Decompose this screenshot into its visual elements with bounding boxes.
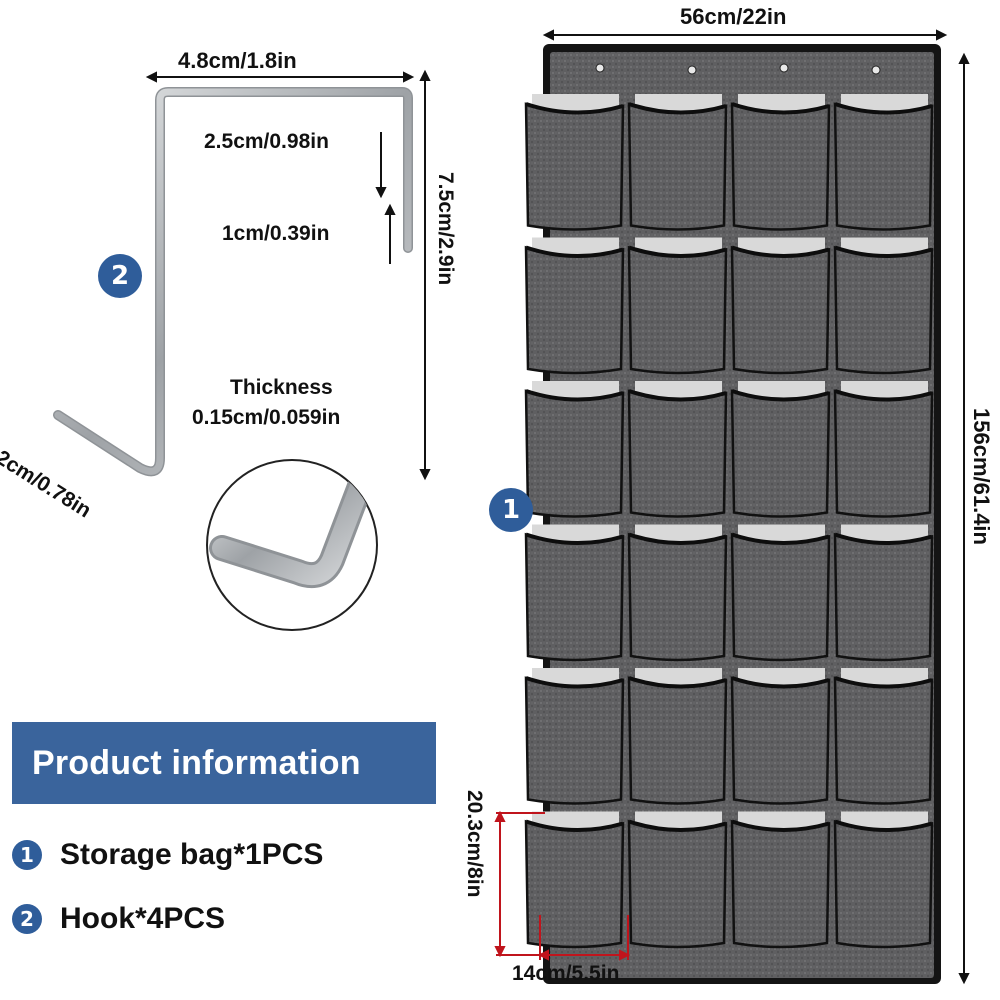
pocket: [833, 668, 934, 805]
pocket: [627, 524, 728, 662]
pocket-width-label: 14cm/5.5in: [512, 962, 620, 985]
pocket: [524, 811, 625, 949]
grommet: [595, 63, 605, 73]
hook-wire: [54, 88, 412, 475]
pocket: [833, 524, 934, 662]
hook: [53, 87, 413, 477]
pocket: [730, 237, 831, 375]
grommet: [871, 65, 881, 75]
item-badge: 2: [12, 904, 42, 934]
grommets: [595, 63, 881, 75]
pocket-dimension-markers: [494, 810, 631, 961]
hook-badge: 2: [98, 254, 142, 298]
pocket: [627, 237, 728, 375]
pocket: [627, 381, 728, 518]
organizer-height-label: 156cm/61.4in: [969, 408, 994, 545]
pocket: [524, 524, 625, 662]
list-item: 1 Storage bag*1PCS: [12, 838, 323, 872]
hook-height-label: 7.5cm/2.9in: [434, 172, 457, 286]
hook-drop-label: 2.5cm/0.98in: [204, 130, 329, 153]
item-text: Storage bag*1PCS: [60, 838, 324, 871]
pocket: [730, 811, 831, 949]
pocket: [730, 381, 831, 518]
organizer-badge: 1: [489, 488, 533, 532]
pocket: [524, 668, 625, 805]
hook-tip-label: 1cm/0.39in: [222, 222, 330, 245]
thickness-title: Thickness: [230, 376, 333, 399]
pocket: [524, 94, 625, 231]
grommet: [687, 65, 697, 75]
pocket: [627, 811, 728, 949]
pocket: [730, 668, 831, 805]
organizer-width-label: 56cm/22in: [680, 4, 787, 29]
pocket-height-label: 20.3cm/8in: [463, 790, 486, 898]
pocket: [833, 381, 934, 518]
organizer-dimension-lines: [542, 29, 970, 985]
hook-dimension-lines: [145, 69, 431, 481]
pocket: [833, 811, 934, 949]
pocket: [627, 94, 728, 231]
pocket: [730, 524, 831, 662]
item-text: Hook*4PCS: [60, 902, 226, 935]
thickness-detail-lens: [206, 459, 378, 631]
pocket: [833, 94, 934, 231]
storage-organizer: [524, 44, 941, 984]
product-information-banner: Product information: [12, 722, 436, 804]
pocket: [524, 237, 625, 375]
item-badge: 1: [12, 840, 42, 870]
pocket-grid: [524, 94, 934, 949]
pocket: [833, 237, 934, 375]
list-item: 2 Hook*4PCS: [12, 902, 225, 936]
hook-width-label: 4.8cm/1.8in: [178, 48, 297, 73]
grommet: [779, 63, 789, 73]
pocket: [627, 668, 728, 805]
thickness-value: 0.15cm/0.059in: [192, 406, 341, 429]
pocket: [524, 381, 625, 518]
pocket: [730, 94, 831, 231]
